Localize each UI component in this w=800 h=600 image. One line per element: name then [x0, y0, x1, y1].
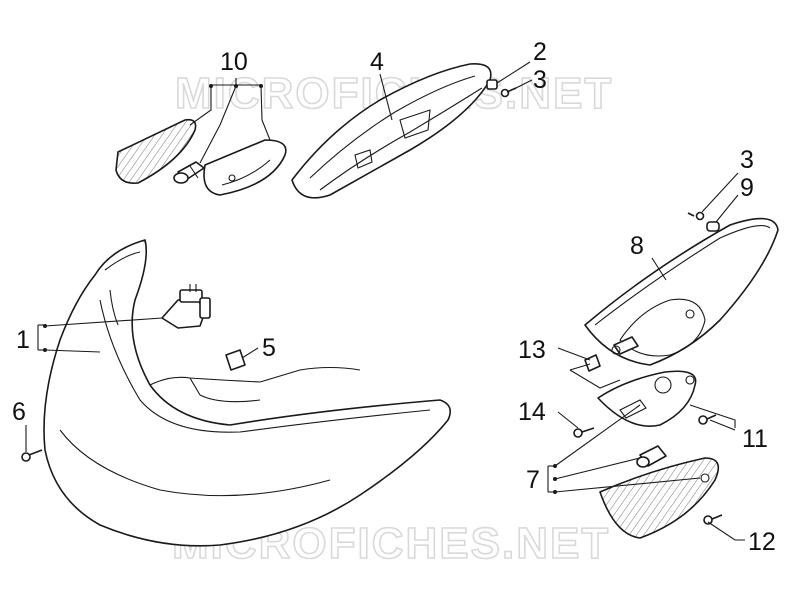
rear-indicator-bulb-upper	[611, 336, 639, 355]
callout-12: 12	[748, 528, 776, 556]
clip-part-5	[225, 349, 246, 371]
rear-indicator-housing	[597, 370, 697, 427]
callout-1: 1	[16, 326, 30, 354]
screw-part-3-right	[687, 211, 705, 221]
callout-13: 13	[518, 336, 546, 364]
rear-indicator-bulb-lower	[636, 445, 667, 468]
trim-panel-part-8	[584, 217, 779, 366]
screw-part-14	[573, 427, 595, 438]
callout-9: 9	[740, 174, 754, 202]
headlamp-bulb	[161, 284, 211, 329]
callout-11: 11	[742, 425, 768, 453]
spacer-part-9	[706, 221, 720, 232]
indicator-reflector	[203, 139, 287, 196]
callout-7: 7	[526, 466, 540, 494]
leader-lines	[25, 61, 745, 541]
callout-10: 10	[220, 48, 248, 76]
callout-8: 8	[630, 232, 644, 260]
callout-labels: 10 4 2 3 3 9 8 1 5 13 6 14 11 7 12	[12, 38, 776, 556]
callout-4: 4	[370, 48, 384, 76]
nut-part-2	[486, 79, 498, 90]
callout-14: 14	[518, 398, 546, 426]
rear-indicator-lens	[599, 457, 720, 539]
clip-part-13	[584, 354, 601, 372]
callout-2: 2	[533, 38, 547, 66]
indicator-bulb	[173, 161, 205, 184]
front-shield-part-1	[43, 239, 451, 547]
callout-5: 5	[262, 334, 276, 362]
callout-3-top: 3	[533, 66, 547, 94]
callout-6: 6	[12, 398, 26, 426]
front-indicator-lens	[115, 118, 197, 185]
callout-3-right: 3	[740, 146, 754, 174]
screw-part-6	[21, 449, 43, 462]
screw-part-12	[703, 514, 723, 525]
screw-part-11	[698, 414, 717, 425]
